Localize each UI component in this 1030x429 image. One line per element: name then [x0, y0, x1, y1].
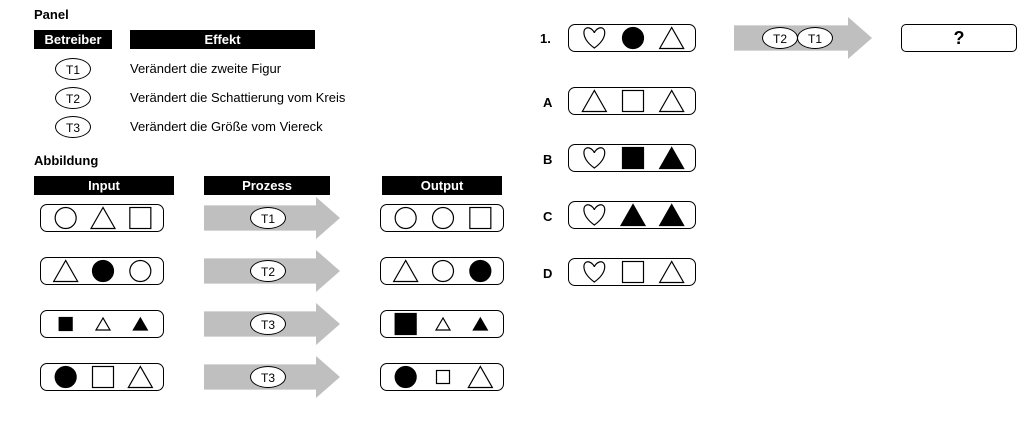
- triangle-filled-shape-icon: [619, 203, 647, 227]
- option-label-d: D: [543, 266, 553, 281]
- triangle-shape-icon: [434, 316, 452, 331]
- triangle-shape-icon: [52, 259, 79, 283]
- square-filled-shape-icon: [394, 312, 417, 336]
- operator-effect-t2: Verändert die Schattierung vom Kreis: [130, 90, 346, 105]
- square-shape-icon: [435, 369, 451, 385]
- circle-shape-icon: [431, 206, 455, 230]
- square-filled-shape-icon: [58, 316, 73, 332]
- operator-effect-t3: Verändert die Größe vom Viereck: [130, 119, 323, 134]
- triangle-shape-icon: [658, 89, 685, 113]
- triangle-shape-icon: [581, 89, 608, 113]
- operator-badge-t1: T1: [55, 58, 91, 80]
- circle-filled-shape-icon: [91, 259, 115, 283]
- circle-filled-shape-icon: [469, 259, 492, 283]
- circle-shape-icon: [54, 206, 77, 230]
- input-box: [40, 257, 164, 285]
- question-input-box: [568, 24, 696, 52]
- operator-effect-t1: Verändert die zweite Figur: [130, 61, 282, 76]
- panel-title: Panel: [34, 7, 69, 22]
- triangle-shape-icon: [658, 260, 685, 284]
- square-shape-icon: [621, 260, 645, 284]
- result-box: ?: [901, 24, 1017, 52]
- output-box: [380, 363, 504, 391]
- circle-filled-shape-icon: [54, 365, 77, 389]
- question-badge-t1: T1: [797, 27, 833, 49]
- heart-shape-icon: [583, 261, 606, 283]
- question-number: 1.: [540, 31, 551, 46]
- output-box: [380, 204, 504, 232]
- option-label-a: A: [543, 95, 553, 110]
- input-box: [40, 310, 164, 338]
- figure-title: Abbildung: [34, 153, 99, 168]
- square-filled-shape-icon: [621, 146, 645, 170]
- circle-filled-shape-icon: [621, 26, 645, 50]
- square-shape-icon: [621, 89, 645, 113]
- square-shape-icon: [469, 206, 492, 230]
- triangle-filled-shape-icon: [132, 316, 149, 331]
- triangle-shape-icon: [658, 26, 685, 50]
- heart-shape-icon: [583, 27, 606, 49]
- process-badge: T3: [250, 313, 286, 335]
- output-header: Output: [382, 176, 502, 195]
- question-badge-t2: T2: [762, 27, 798, 49]
- triangle-filled-shape-icon: [472, 316, 489, 331]
- process-badge: T1: [250, 207, 286, 229]
- triangle-shape-icon: [392, 259, 419, 283]
- option-box-a: [568, 87, 696, 115]
- operator-badge-t2: T2: [55, 87, 91, 109]
- heart-shape-icon: [583, 204, 606, 226]
- option-box-c: [568, 201, 696, 229]
- circle-filled-shape-icon: [394, 365, 417, 389]
- input-box: [40, 204, 164, 232]
- circle-shape-icon: [129, 259, 152, 283]
- triangle-shape-icon: [467, 365, 494, 389]
- input-header: Input: [34, 176, 174, 195]
- process-header: Prozess: [204, 176, 330, 195]
- operator-header: Betreiber: [34, 30, 112, 49]
- triangle-filled-shape-icon: [658, 203, 685, 227]
- triangle-shape-icon: [89, 206, 117, 230]
- output-box: [380, 257, 504, 285]
- triangle-shape-icon: [94, 316, 112, 331]
- process-badge: T3: [250, 366, 286, 388]
- heart-shape-icon: [583, 147, 606, 169]
- circle-shape-icon: [394, 206, 417, 230]
- output-box: [380, 310, 504, 338]
- option-label-b: B: [543, 152, 553, 167]
- option-box-b: [568, 144, 696, 172]
- operator-badge-t3: T3: [55, 116, 91, 138]
- effect-header: Effekt: [130, 30, 315, 49]
- triangle-shape-icon: [127, 365, 154, 389]
- triangle-filled-shape-icon: [658, 146, 685, 170]
- option-box-d: [568, 258, 696, 286]
- square-shape-icon: [129, 206, 152, 230]
- option-label-c: C: [543, 209, 553, 224]
- circle-shape-icon: [431, 259, 455, 283]
- square-shape-icon: [91, 365, 115, 389]
- input-box: [40, 363, 164, 391]
- process-badge: T2: [250, 260, 286, 282]
